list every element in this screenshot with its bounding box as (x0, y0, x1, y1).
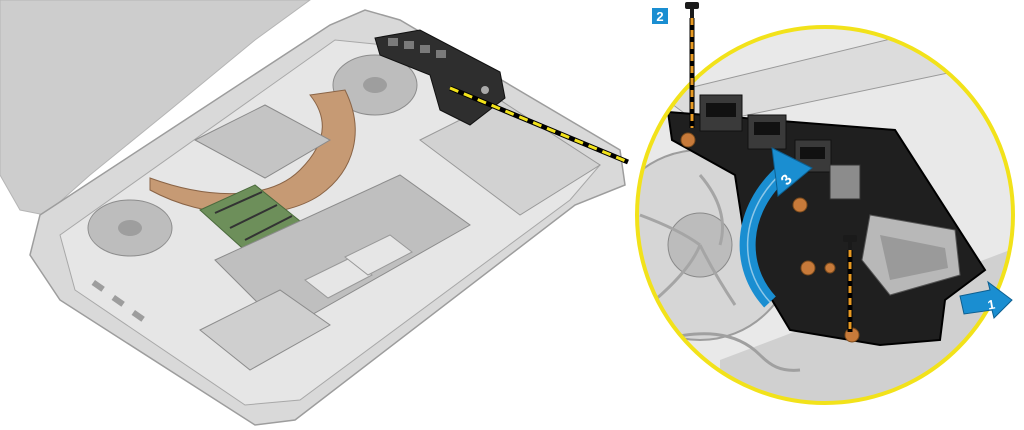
screw-icon (685, 2, 699, 9)
svg-text:2: 2 (656, 9, 663, 24)
heatsink-block (193, 104, 332, 179)
card-reader (861, 214, 961, 296)
screw-bottom (843, 235, 857, 332)
rotate-arrow-icon (739, 147, 813, 308)
screw-top (685, 2, 699, 128)
left-fan (87, 199, 173, 257)
right-fan (332, 54, 418, 116)
screw-icon (843, 235, 857, 242)
wlan-card (199, 289, 331, 371)
io-board-small (374, 29, 506, 126)
usb-ports (699, 94, 832, 173)
svg-text:1: 1 (986, 297, 996, 313)
side-ports (91, 280, 145, 322)
flex-cable (659, 332, 801, 372)
zoom-leader-line (449, 85, 629, 165)
screw-pads (680, 132, 860, 343)
zoom-ring (635, 25, 1015, 405)
audio-jack (829, 164, 861, 200)
callout-2: 2 (652, 8, 668, 24)
laptop-base (0, 0, 626, 426)
pull-arrow-icon (959, 280, 1013, 319)
callout-1: 1 (986, 297, 996, 313)
zoom-detail (635, 25, 1015, 405)
laptop-lid (0, 0, 311, 216)
